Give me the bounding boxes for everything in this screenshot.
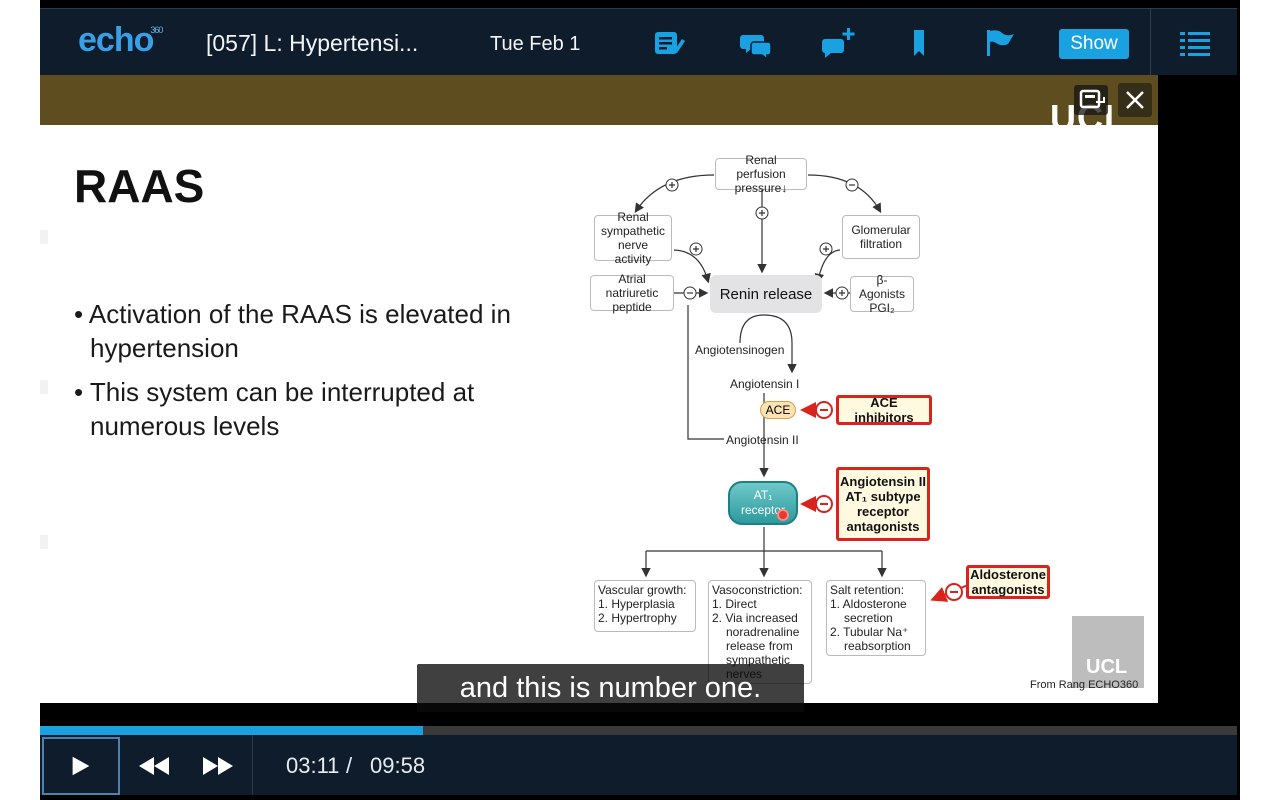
video-letterbox: [1158, 75, 1240, 725]
current-time: 03:11: [286, 753, 340, 778]
arb-box: Angiotensin II AT₁ subtype receptor anta…: [836, 467, 930, 541]
notes-icon[interactable]: [652, 27, 686, 59]
lecture-title: [057] L: Hypertensi...: [206, 30, 419, 56]
progress-bar[interactable]: [40, 726, 1237, 735]
pgi2-label: PGI₂: [869, 301, 895, 315]
atrial-natriuretic-box: Atrial natriuretic peptide: [590, 272, 674, 314]
beta-agonists-box: β-Agonists PGI₂: [850, 273, 914, 315]
close-icon[interactable]: [1118, 83, 1152, 117]
renal-sympathetic-box: Renal sympathetic nerve activity: [594, 210, 672, 266]
arb-line: antagonists: [846, 519, 920, 534]
rewind-button[interactable]: [136, 752, 172, 780]
vaso-title: Vasoconstriction:: [712, 583, 803, 597]
angiotensin1-label: Angiotensin I: [730, 377, 800, 391]
angiotensinogen-label: Angiotensinogen: [695, 343, 785, 357]
arb-line: Angiotensin II: [840, 474, 926, 489]
vaso-item: sympathetic: [726, 653, 791, 667]
slide-title: RAAS: [74, 160, 205, 212]
renin-release-box: Renin release: [710, 275, 822, 313]
glomerular-filtration-box: Glomerular filtration: [842, 215, 920, 259]
slide-banner: [40, 75, 1158, 125]
salt-item: 1. Aldosterone: [830, 597, 907, 611]
vascular-item: 1. Hyperplasia: [598, 597, 675, 611]
slide-bullets: Activation of the RAAS is elevated in hy…: [74, 297, 564, 453]
controls-divider: [252, 735, 253, 795]
show-button[interactable]: Show: [1059, 29, 1129, 59]
salt-item: secretion: [844, 611, 893, 625]
time-separator: /: [346, 753, 353, 778]
renal-perfusion-box: Renal perfusion pressure↓: [715, 153, 807, 195]
vaso-item: noradrenaline: [726, 625, 800, 639]
topbar-divider: [1150, 9, 1151, 76]
fast-forward-icon: [203, 757, 233, 775]
rewind-icon: [139, 757, 169, 775]
bullet-item: This system can be interrupted at numero…: [74, 375, 564, 443]
player-controls: 03:11 / 09:58: [40, 735, 1237, 795]
total-time: 09:58: [370, 753, 426, 778]
video-area[interactable]: UCL RAAS Activation of the RAAS is eleva…: [40, 75, 1158, 703]
salt-item: 2. Tubular Na⁺: [830, 625, 909, 639]
cursor-dot: [777, 509, 789, 521]
salt-item: reabsorption: [844, 639, 911, 653]
ace-box: ACE: [760, 401, 796, 419]
ucl-logo: UCL: [1072, 616, 1144, 688]
play-icon: [72, 756, 90, 776]
slide-edge-mark: [40, 380, 48, 394]
vascular-item: 2. Hypertrophy: [598, 611, 677, 625]
bookmark-icon[interactable]: [902, 27, 936, 59]
list-menu-icon[interactable]: [1178, 27, 1212, 59]
aldo-line: Aldosterone: [970, 567, 1046, 582]
vaso-item: 2. Via increased: [712, 611, 798, 625]
add-question-icon[interactable]: [822, 27, 856, 59]
receptor-label: receptor: [740, 503, 786, 517]
at1-label: AT₁: [753, 488, 773, 502]
lecture-date: Tue Feb 1: [490, 33, 581, 55]
vascular-growth-box: Vascular growth: 1. Hyperplasia 2. Hyper…: [594, 580, 696, 632]
fast-forward-button[interactable]: [200, 752, 236, 780]
angiotensin2-label: Angiotensin II: [726, 433, 799, 447]
slide-edge-mark: [40, 230, 48, 244]
flag-icon[interactable]: [982, 27, 1016, 59]
beta-agonists-label: β-Agonists: [858, 273, 906, 301]
discussions-icon[interactable]: [740, 27, 774, 61]
vascular-title: Vascular growth:: [598, 583, 687, 597]
arb-line: receptor: [856, 504, 909, 519]
ace-inhibitors-box: ACE inhibitors: [836, 395, 932, 425]
vaso-item: release from: [726, 639, 793, 653]
salt-title: Salt retention:: [830, 583, 905, 597]
popout-button[interactable]: [1074, 85, 1108, 115]
arb-line: AT₁ subtype: [845, 489, 921, 504]
caption-text: and this is number one.: [417, 664, 804, 712]
bullet-item: Activation of the RAAS is elevated in hy…: [74, 297, 564, 365]
vaso-item: 1. Direct: [712, 597, 757, 611]
progress-fill: [40, 726, 424, 735]
slide-edge-mark: [40, 535, 48, 549]
play-button[interactable]: [42, 737, 120, 795]
aldo-line: antagonists: [971, 582, 1045, 597]
salt-retention-box: Salt retention: 1. Aldosterone secretion…: [826, 580, 926, 656]
source-credit: From Rang ECHO360: [1030, 679, 1139, 691]
